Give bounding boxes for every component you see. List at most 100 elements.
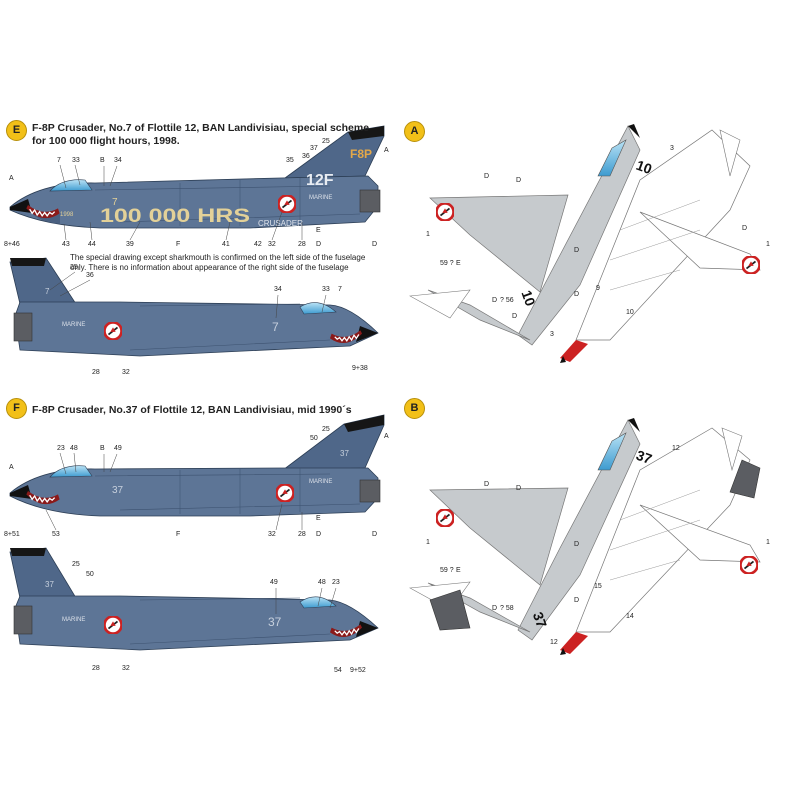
scheme-e-badge: E bbox=[6, 120, 27, 141]
callout: D bbox=[574, 247, 579, 254]
callout: 33 bbox=[72, 157, 80, 164]
callout: 49 bbox=[270, 579, 278, 586]
side-view-f-left: 37 37 MARINE bbox=[9, 414, 385, 517]
scheme-e-caption-line1: F-8P Crusader, No.7 of Flottile 12, BAN … bbox=[32, 122, 370, 134]
callout: 49 bbox=[114, 445, 122, 452]
side-view-f-right: MARINE 37 37 bbox=[9, 547, 379, 651]
callout: 3 bbox=[550, 331, 554, 338]
fuselage-number-f2: 37 bbox=[268, 615, 282, 629]
callout: E bbox=[316, 227, 321, 234]
small-year-text: 1998 bbox=[60, 212, 74, 218]
plan-a-badge: A bbox=[404, 121, 425, 142]
callout: 42 bbox=[254, 241, 262, 248]
callout: 7 bbox=[57, 157, 61, 164]
callout: 32 bbox=[122, 665, 130, 672]
callout: 33 bbox=[322, 286, 330, 293]
callout: 8+46 bbox=[4, 241, 20, 248]
callout: 28 bbox=[92, 369, 100, 376]
callout: B bbox=[100, 157, 105, 164]
callout: 1 bbox=[426, 231, 430, 238]
tail-number-f: 37 bbox=[340, 449, 349, 458]
callout: B bbox=[100, 445, 105, 452]
callout: A bbox=[9, 464, 14, 471]
callout: 12 bbox=[550, 639, 558, 646]
side-view-e-right: MARINE 7 7 bbox=[9, 257, 379, 357]
leader-lines bbox=[45, 164, 337, 614]
callout: 50 bbox=[86, 571, 94, 578]
callout: 25 bbox=[72, 561, 80, 568]
plan-b-number: 37 bbox=[530, 610, 550, 630]
callout: E bbox=[456, 260, 461, 267]
plan-view-b-lower: 37 bbox=[560, 427, 761, 655]
callout: 28 bbox=[298, 241, 306, 248]
scheme-f-badge: F bbox=[6, 398, 27, 419]
callout: A bbox=[9, 175, 14, 182]
tail-code-e: 12F bbox=[306, 172, 334, 189]
callout: D bbox=[516, 485, 521, 492]
marine-text-f: MARINE bbox=[309, 479, 332, 485]
callout: 37 bbox=[310, 145, 318, 152]
scheme-e-caption-line2: for 100 000 flight hours, 1998. bbox=[32, 135, 180, 147]
tail-number-e2: 7 bbox=[45, 287, 50, 296]
callout: 28 bbox=[92, 665, 100, 672]
callout: ? 58 bbox=[500, 605, 514, 612]
tail-number-f2: 37 bbox=[45, 580, 54, 589]
callout: 10 bbox=[626, 309, 634, 316]
scheme-e-note-line2: only. There is no information about appe… bbox=[70, 263, 349, 272]
marine-text-e: MARINE bbox=[309, 195, 332, 201]
callout: 1 bbox=[426, 539, 430, 546]
callout: 9+38 bbox=[352, 365, 368, 372]
callout: 23 bbox=[57, 445, 65, 452]
callout: D bbox=[742, 225, 747, 232]
callout: 25 bbox=[70, 264, 78, 271]
callout: D bbox=[484, 173, 489, 180]
callout: 34 bbox=[274, 286, 282, 293]
callout: A bbox=[384, 147, 389, 154]
callout: D bbox=[574, 541, 579, 548]
callout: ? 56 bbox=[500, 297, 514, 304]
callout: D bbox=[316, 531, 321, 538]
callout: 25 bbox=[322, 426, 330, 433]
callout: 41 bbox=[222, 241, 230, 248]
crusader-text: CRUSADER bbox=[258, 219, 303, 228]
callout: 36 bbox=[86, 272, 94, 279]
callout: 12 bbox=[672, 445, 680, 452]
callout: 34 bbox=[114, 157, 122, 164]
callout: D bbox=[574, 291, 579, 298]
plan-a-lower-number: 10 bbox=[634, 157, 654, 177]
fuselage-number-e: 7 bbox=[112, 197, 118, 208]
callout: 43 bbox=[62, 241, 70, 248]
plan-a-number: 10 bbox=[518, 288, 538, 308]
callout: 54 bbox=[334, 667, 342, 674]
callout: D bbox=[492, 297, 497, 304]
side-view-e-left: 100 000 HRS 12F F8P CRUSADER MARINE 7 19… bbox=[9, 125, 385, 229]
scheme-e-caption: F-8P Crusader, No.7 of Flottile 12, BAN … bbox=[32, 122, 372, 148]
callout: 32 bbox=[268, 531, 276, 538]
marine-text-e2: MARINE bbox=[62, 322, 85, 328]
callout: 59 ? bbox=[440, 567, 454, 574]
callout: 1 bbox=[766, 539, 770, 546]
callout: 32 bbox=[268, 241, 276, 248]
callout: F bbox=[176, 531, 180, 538]
plan-view-a-upper: 10 bbox=[409, 124, 641, 346]
callout: D bbox=[484, 481, 489, 488]
callout: D bbox=[372, 241, 377, 248]
callout: D bbox=[512, 313, 517, 320]
plan-view-a-lower: 10 bbox=[560, 129, 761, 363]
callout: 8+51 bbox=[4, 531, 20, 538]
callout: A bbox=[384, 433, 389, 440]
callout: 48 bbox=[70, 445, 78, 452]
callout: F bbox=[176, 241, 180, 248]
callout: E bbox=[456, 567, 461, 574]
marine-text-f2: MARINE bbox=[62, 617, 85, 623]
callout: D bbox=[316, 241, 321, 248]
callout: 35 bbox=[286, 157, 294, 164]
callout: 7 bbox=[338, 286, 342, 293]
callout: D bbox=[492, 605, 497, 612]
callout: 36 bbox=[302, 153, 310, 160]
callout: 28 bbox=[298, 531, 306, 538]
callout: 9+52 bbox=[350, 667, 366, 674]
callout: 9 bbox=[596, 285, 600, 292]
tail-code-top-e: F8P bbox=[350, 147, 372, 161]
